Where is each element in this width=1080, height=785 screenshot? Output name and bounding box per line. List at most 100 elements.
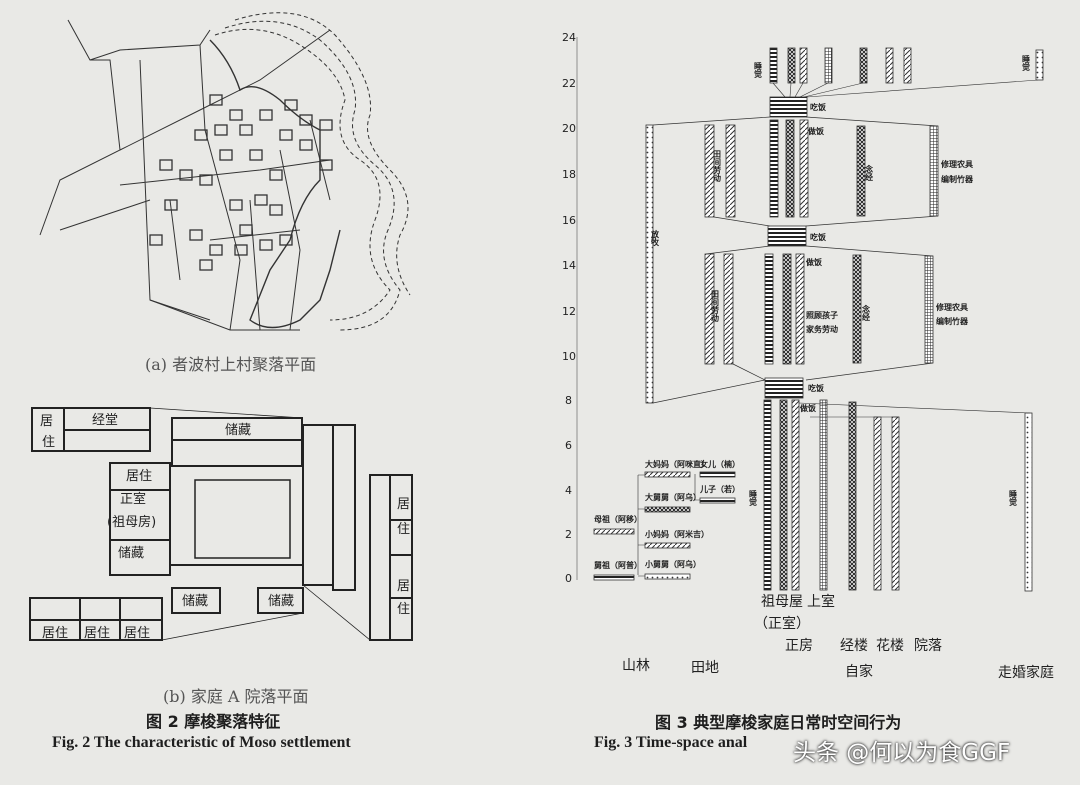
room-label: 住	[397, 602, 410, 617]
label-herding: 放牧	[650, 229, 660, 247]
legend-swatch-daughter	[699, 471, 736, 478]
label-sleep: 睡觉	[1009, 489, 1018, 507]
legend-swatch-small-uncle	[644, 573, 691, 580]
bar-eat	[767, 225, 807, 247]
room-label: 居住	[84, 626, 110, 641]
bar-eat	[769, 96, 808, 118]
bar-sleep	[848, 401, 857, 591]
room-label: 正室	[120, 491, 146, 507]
bar-chanting	[852, 254, 862, 364]
fig2b-subcaption: (b) 家庭 A 院落平面	[163, 687, 309, 706]
room-label: 居住	[42, 626, 68, 641]
label-repair: 修理农具	[940, 159, 973, 169]
room-label: 居	[397, 579, 410, 594]
axis-tick: 0	[565, 572, 572, 585]
settlement-map	[39, 12, 411, 331]
room-label: 居住	[126, 469, 152, 484]
bar-housework	[782, 253, 792, 365]
label-cook: 做饭	[799, 403, 816, 413]
label-eat: 吃饭	[808, 383, 824, 393]
bar-sleep	[1024, 412, 1033, 592]
room-label: 住	[397, 522, 410, 537]
bar-field-work	[723, 253, 734, 365]
bar-sleep	[824, 47, 833, 84]
bar-sleep	[891, 416, 900, 591]
bar-housework	[769, 119, 779, 218]
place-label: 经楼	[840, 638, 868, 654]
bar-sleep	[859, 47, 868, 84]
time-axis: 24 22 20 18 16 14 12 10 8 6 4 2 0	[562, 31, 578, 585]
room-label: 经堂	[92, 413, 118, 428]
bar-repair	[929, 125, 939, 217]
room-label: 储藏	[118, 546, 144, 561]
legend-swatch-big-mother	[644, 471, 691, 478]
legend-label: 大舅舅（阿乌）	[645, 492, 701, 502]
bar-sleep	[787, 47, 796, 84]
courtyard-room-labels: 居 住 经堂 储藏 居住 正室 (祖母房) 储藏 储藏 储藏 居住 居住 居住 …	[40, 413, 410, 641]
axis-tick: 18	[562, 168, 576, 181]
label-chanting: 念经	[862, 304, 871, 322]
place-label: 正房	[785, 638, 813, 654]
fig2-title-cn: 图 2 摩梭聚落特征	[146, 712, 281, 731]
legend-label: 女儿（楠）	[700, 459, 740, 469]
label-weave: 编制竹器	[941, 174, 974, 184]
bar-field-work	[704, 253, 715, 365]
bar-sleep	[769, 47, 778, 84]
legend-swatch-small-mother	[644, 542, 691, 549]
fig2-title-en: Fig. 2 The characteristic of Moso settle…	[52, 734, 351, 751]
axis-tick: 16	[562, 214, 576, 227]
bar-cook	[799, 119, 809, 218]
axis-tick: 24	[562, 31, 576, 44]
bar-field-work	[704, 124, 715, 218]
place-label: （正室）	[754, 615, 810, 632]
courtyard-plan	[29, 407, 413, 641]
legend-swatch-mother-ancestor	[593, 528, 635, 535]
axis-tick: 20	[562, 122, 576, 135]
fig2a-subcaption: (a) 者波村上村聚落平面	[145, 355, 317, 374]
bar-repair	[924, 255, 934, 364]
place-label: 院落	[914, 638, 942, 654]
watermark: 头条 @何以为食GGF	[793, 740, 1011, 766]
fig3-title-cn: 图 3 典型摩梭家庭日常时空间行为	[655, 713, 902, 732]
label-cook: 做饭	[807, 126, 824, 136]
axis-tick: 8	[565, 394, 572, 407]
room-label: 居	[40, 414, 53, 429]
label-field-work: 田间劳动	[713, 150, 722, 183]
label-field-work: 田间劳动	[711, 290, 720, 323]
place-label: 田地	[691, 660, 719, 676]
axis-tick: 10	[562, 350, 576, 363]
label-sleep: 睡觉	[749, 489, 758, 507]
bar-housework	[785, 119, 795, 218]
room-label: 居	[397, 497, 410, 512]
label-weave: 编制竹器	[936, 316, 969, 326]
room-label: 储藏	[225, 423, 251, 438]
place-labels: 祖母屋 上室 （正室） 正房 经楼 花楼 院落 山林 田地 自家 走婚家庭	[622, 593, 1054, 681]
bar-eat	[764, 377, 804, 399]
bar-sleep	[1035, 49, 1044, 81]
fig3-title-en: Fig. 3 Time-space anal	[594, 734, 748, 751]
place-label: 山林	[622, 658, 650, 674]
axis-tick: 4	[565, 484, 572, 497]
legend-label: 小妈妈（阿米吉）	[644, 529, 709, 539]
label-repair: 修理农具	[935, 302, 968, 312]
place-label: 自家	[845, 663, 873, 680]
label-cook: 做饭	[805, 257, 822, 267]
place-label: 上室	[807, 593, 835, 610]
bar-field-work	[725, 124, 736, 218]
axis-tick: 12	[562, 305, 576, 318]
label-childcare: 照顾孩子	[806, 310, 838, 320]
bar-chanting	[856, 125, 866, 217]
bar-sleep	[779, 399, 788, 591]
axis-tick: 6	[565, 439, 572, 452]
legend-swatch-big-uncle	[644, 506, 691, 513]
legend-swatch-son	[699, 497, 736, 504]
activity-labels: 睡觉 睡觉 吃饭 做饭 放牧 田间劳动 念经 修理农具 编制竹器 吃饭 做饭 田…	[650, 54, 1031, 507]
legend-label: 大妈妈（阿咪直）	[645, 459, 709, 469]
bar-housework	[764, 253, 774, 365]
label-eat: 吃饭	[810, 102, 826, 112]
bar-sleep	[791, 399, 800, 591]
room-label: 储藏	[268, 594, 294, 609]
bar-childcare	[795, 253, 805, 365]
legend-swatch-uncle-ancestor	[593, 574, 635, 581]
